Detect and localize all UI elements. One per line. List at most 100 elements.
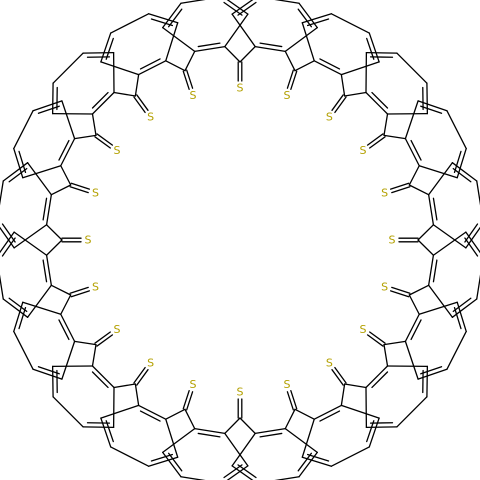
bond-r4-3-inner — [453, 150, 462, 174]
bond-ck-4 — [408, 184, 430, 196]
bond-r2-6-inner — [453, 306, 462, 330]
bond-r2-1 — [301, 13, 333, 24]
bond-r4-16-inner — [37, 105, 60, 114]
bond-r2-18-inner — [105, 37, 114, 60]
bond-kc-2 — [383, 113, 389, 137]
bond-fused-19-inner — [197, 42, 221, 48]
bond-r5-15 — [26, 162, 53, 196]
bond-kc-10 — [184, 408, 196, 430]
bond-fused-0 — [254, 45, 286, 53]
bond-r3-8 — [330, 446, 370, 467]
bond-fused-10 — [194, 427, 226, 435]
bond-kc-12 — [91, 343, 97, 367]
bond-r4-11-inner — [105, 420, 114, 443]
bond-r1-16 — [22, 165, 62, 179]
bond-fused-19 — [194, 45, 226, 53]
bond-cs-a-4 — [390, 182, 410, 190]
bond-r1-15 — [13, 224, 48, 249]
bond-cs-a-1 — [286, 69, 294, 89]
bond-r5-0 — [284, 26, 318, 53]
bond-r4-18-inner — [150, 18, 174, 27]
bond-kc-13 — [60, 294, 72, 315]
bond-r3-16 — [13, 110, 34, 150]
bond-fused-15-inner — [42, 197, 48, 221]
bond-fused-3-inner — [410, 139, 422, 161]
sulfur-atom-label: S — [190, 378, 197, 391]
bond-kc-11 — [134, 383, 140, 407]
bond-r5-8 — [301, 418, 315, 458]
bond-kc-15 — [50, 184, 72, 196]
bond-r4-13-inner — [18, 306, 27, 330]
bond-kc-18 — [165, 60, 186, 72]
bond-r2-11 — [147, 456, 179, 467]
sulfur-atom-label: S — [389, 234, 396, 247]
bond-fused-7-inner — [371, 371, 389, 389]
bond-cs-b-2 — [334, 96, 347, 114]
bond-cs-b-8 — [331, 369, 344, 386]
bond-r2-10 — [226, 465, 249, 480]
bond-r2-4 — [451, 162, 478, 182]
bond-fused-15 — [45, 194, 53, 226]
bond-r4-9-inner — [237, 464, 257, 479]
bond-r4-15-inner — [8, 167, 28, 183]
bond-r2-15-inner — [1, 223, 16, 243]
bond-cs-b-17 — [96, 133, 114, 146]
sulfur-atom-label: S — [190, 89, 197, 102]
bond-r1-9 — [284, 427, 318, 454]
sulfur-atom-label: S — [114, 323, 121, 336]
bond-r5-18 — [165, 22, 179, 62]
bond-r3-7 — [396, 396, 428, 428]
bond-r2-8-inner — [366, 420, 375, 443]
bond-r2-11-inner — [150, 453, 174, 462]
bond-cs-a-6 — [391, 286, 411, 294]
bond-fused-2 — [365, 91, 389, 115]
bond-kc-0 — [284, 50, 296, 72]
bond-r1-6 — [418, 301, 458, 315]
bond-cs-b-7 — [366, 334, 384, 347]
bond-cs-b-16 — [70, 182, 90, 190]
bond-r1-14 — [26, 284, 53, 318]
bond-ck-19 — [184, 50, 196, 72]
bond-r5-19 — [224, 13, 249, 48]
bond-r3-17 — [52, 52, 84, 84]
bond-kc-8 — [294, 408, 315, 420]
bond-fused-12-inner — [91, 371, 109, 389]
bond-r2-5-inner — [464, 237, 479, 257]
bond-fused-17 — [91, 91, 115, 115]
bond-cs-b-3 — [369, 136, 386, 149]
bond-r3-13 — [13, 330, 34, 370]
bond-fused-13 — [60, 313, 76, 343]
sulfur-atom-label: S — [326, 111, 333, 124]
bond-fused-4 — [427, 194, 435, 226]
bond-r2-16 — [13, 147, 24, 179]
bond-ck-13 — [73, 340, 97, 346]
bond-r3-5 — [476, 274, 480, 300]
bond-ck-1 — [294, 60, 315, 72]
bond-fused-6-inner — [410, 319, 422, 341]
sulfur-atom-label: S — [237, 386, 244, 399]
bond-r2-3 — [417, 100, 448, 112]
bond-r2-13 — [32, 368, 63, 380]
bond-ck-11 — [165, 408, 186, 420]
bond-r3-0 — [274, 0, 300, 4]
bond-r5-4 — [432, 224, 467, 249]
bond-r4-1-inner — [366, 37, 375, 60]
bond-fused-14-inner — [42, 259, 48, 283]
bond-r3-14 — [0, 274, 4, 300]
bond-r4-19-inner — [223, 1, 243, 16]
bond-r1-13 — [61, 340, 76, 380]
bond-cs-b-11 — [182, 390, 190, 410]
bond-fused-9-inner — [259, 432, 283, 438]
bond-cs-a-8 — [334, 366, 347, 384]
bond-cs-b-1 — [290, 70, 298, 90]
bond-kc-1 — [340, 73, 346, 97]
bond-r1-19 — [162, 26, 196, 53]
bond-r4-0-inner — [297, 8, 313, 28]
bond-r4-8-inner — [306, 453, 330, 462]
bond-cs-a-17 — [94, 136, 111, 149]
bond-kc-5 — [408, 284, 430, 296]
bond-r5-14 — [13, 231, 48, 256]
bond-r3-6 — [446, 330, 467, 370]
